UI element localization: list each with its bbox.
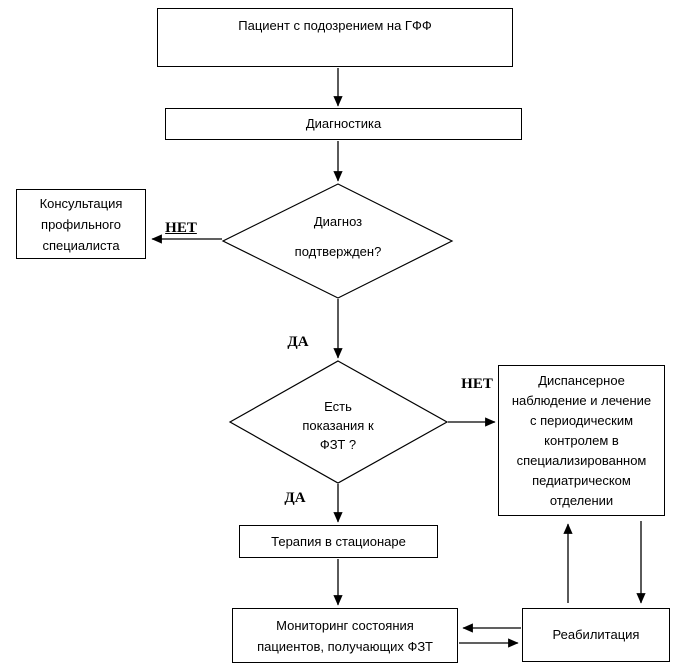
node-monitoring: Мониторинг состояния пациентов, получающ… [232,608,458,663]
decision-ert-diamond [228,360,449,484]
decision-ert-line: Есть [324,399,352,414]
decision-diagnosis-gap [238,229,438,244]
node-therapy-label: Терапия в стационаре [271,533,406,549]
node-dispensary-line: наблюдение и лечение [511,392,652,408]
node-consult: Консультация профильного специалиста [16,189,146,259]
node-rehab-label: Реабилитация [552,627,640,642]
edge-label-no-ert: НЕТ [461,376,493,392]
decision-diagnosis-line: подтвержден? [294,244,382,259]
node-monitoring-line: Мониторинг состояния [276,617,414,633]
decision-ert-label: Есть показания к ФЗТ ? [258,397,418,454]
edge-label-yes-ert: ДА [284,490,306,506]
node-dispensary-line: с периодическим [529,412,634,428]
node-consult-line: специалиста [42,237,120,253]
edge-label-yes-diagnosis: ДА [287,334,309,350]
node-patient-label: Пациент с подозрением на ГФФ [238,18,432,33]
node-rehab: Реабилитация [522,608,670,662]
node-therapy: Терапия в стационаре [239,525,438,558]
node-diagnostics: Диагностика [165,108,522,140]
node-consult-line: профильного [41,216,121,232]
decision-ert-line: ФЗТ ? [319,437,357,452]
node-dispensary-line: отделении [549,492,614,508]
node-dispensary: Диспансерное наблюдение и лечение с пери… [498,365,665,516]
edge-label-no-diagnosis: НЕТ [165,220,197,236]
node-dispensary-line: педиатрическом [532,472,631,488]
node-diagnostics-label: Диагностика [305,116,382,131]
decision-ert-line: показания к [302,418,374,433]
node-dispensary-line: Диспансерное [538,372,625,388]
node-dispensary-line: специализированном [516,452,647,468]
decision-diagnosis-line: Диагноз [313,214,363,229]
node-dispensary-line: контролем в [544,432,619,448]
node-patient: Пациент с подозрением на ГФФ [157,8,513,67]
decision-diagnosis-label: Диагноз подтвержден? [238,214,438,259]
decision-diagnosis-diamond [221,183,454,299]
node-consult-line: Консультация [39,195,123,211]
node-monitoring-line: пациентов, получающих ФЗТ [257,638,433,654]
